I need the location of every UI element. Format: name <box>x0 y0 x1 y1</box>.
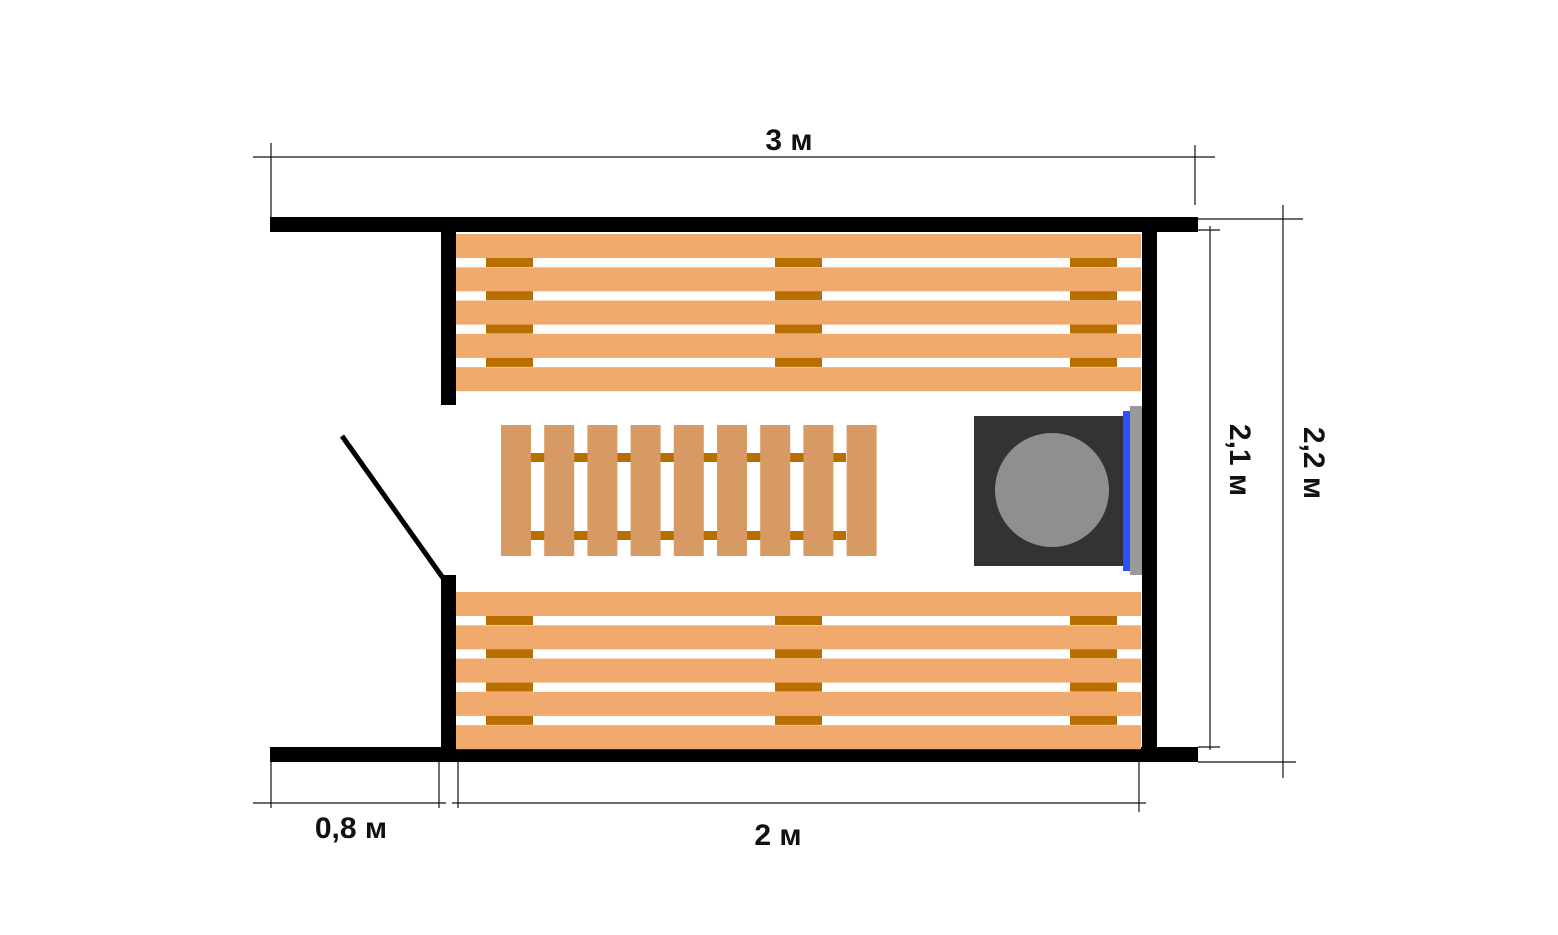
bench-joist <box>1070 648 1117 659</box>
bench-board <box>456 691 1141 716</box>
dimension-total-width: 3 м <box>765 124 812 157</box>
bench-board <box>456 658 1141 683</box>
bench-board <box>456 234 1141 258</box>
bench-board <box>456 625 1141 650</box>
top-wall <box>270 217 1198 232</box>
door-leaf <box>339 434 446 580</box>
bottom-wall <box>270 747 1198 762</box>
dimension-steam-room-width: 2 м <box>754 819 801 852</box>
dimension-vestibule-width: 0,8 м <box>315 812 387 845</box>
grate-slat <box>717 425 747 556</box>
floor-grate <box>501 425 877 556</box>
bench-joist <box>1070 356 1117 367</box>
upper-bench <box>456 234 1141 392</box>
heat-shield <box>1123 411 1130 571</box>
grate-slat <box>587 425 618 556</box>
bench-board <box>456 333 1141 358</box>
grate-slat <box>673 425 704 556</box>
stove <box>974 406 1142 575</box>
bench-joist <box>775 681 822 692</box>
right-wall <box>1142 232 1157 747</box>
walls <box>270 217 1198 762</box>
bench-joist <box>486 290 533 301</box>
bench-joist <box>775 257 822 267</box>
grate-slat <box>544 425 575 556</box>
bench-board <box>456 300 1141 325</box>
bench-joist <box>486 323 533 334</box>
dimension-lines <box>253 143 1303 812</box>
bench-joist <box>486 257 533 267</box>
bench-joist <box>775 615 822 625</box>
bench-joist <box>775 356 822 367</box>
bench-joist <box>1070 323 1117 334</box>
bench-joist <box>1070 681 1117 692</box>
bench-board <box>456 725 1141 750</box>
dimension-total-height: 2,2 м <box>1297 427 1330 499</box>
grate-slat <box>846 425 877 556</box>
bench-joist <box>486 648 533 659</box>
bench-joist <box>486 356 533 367</box>
grate-slat <box>760 425 791 556</box>
bench-joist <box>486 615 533 625</box>
partition-lower <box>441 575 456 747</box>
bench-board <box>456 592 1141 616</box>
bench-joist <box>775 648 822 659</box>
lower-bench <box>456 592 1141 750</box>
grate-slat <box>630 425 661 556</box>
bench-joist <box>1070 714 1117 725</box>
stove-stone-tank <box>995 433 1109 547</box>
bench-joist <box>1070 615 1117 625</box>
stone-wall-panel <box>1130 406 1142 575</box>
bench-joist <box>775 323 822 334</box>
bench-joist <box>775 714 822 725</box>
grate-slat <box>803 425 834 556</box>
bench-joist <box>1070 290 1117 301</box>
bench-joist <box>486 714 533 725</box>
dimension-inner-height: 2,1 м <box>1223 424 1256 496</box>
bench-board <box>456 367 1141 392</box>
bench-joist <box>775 290 822 301</box>
bench-board <box>456 267 1141 292</box>
bench-joist <box>1070 257 1117 267</box>
grate-slat <box>501 425 531 556</box>
partition-upper <box>441 232 456 405</box>
bench-joist <box>486 681 533 692</box>
